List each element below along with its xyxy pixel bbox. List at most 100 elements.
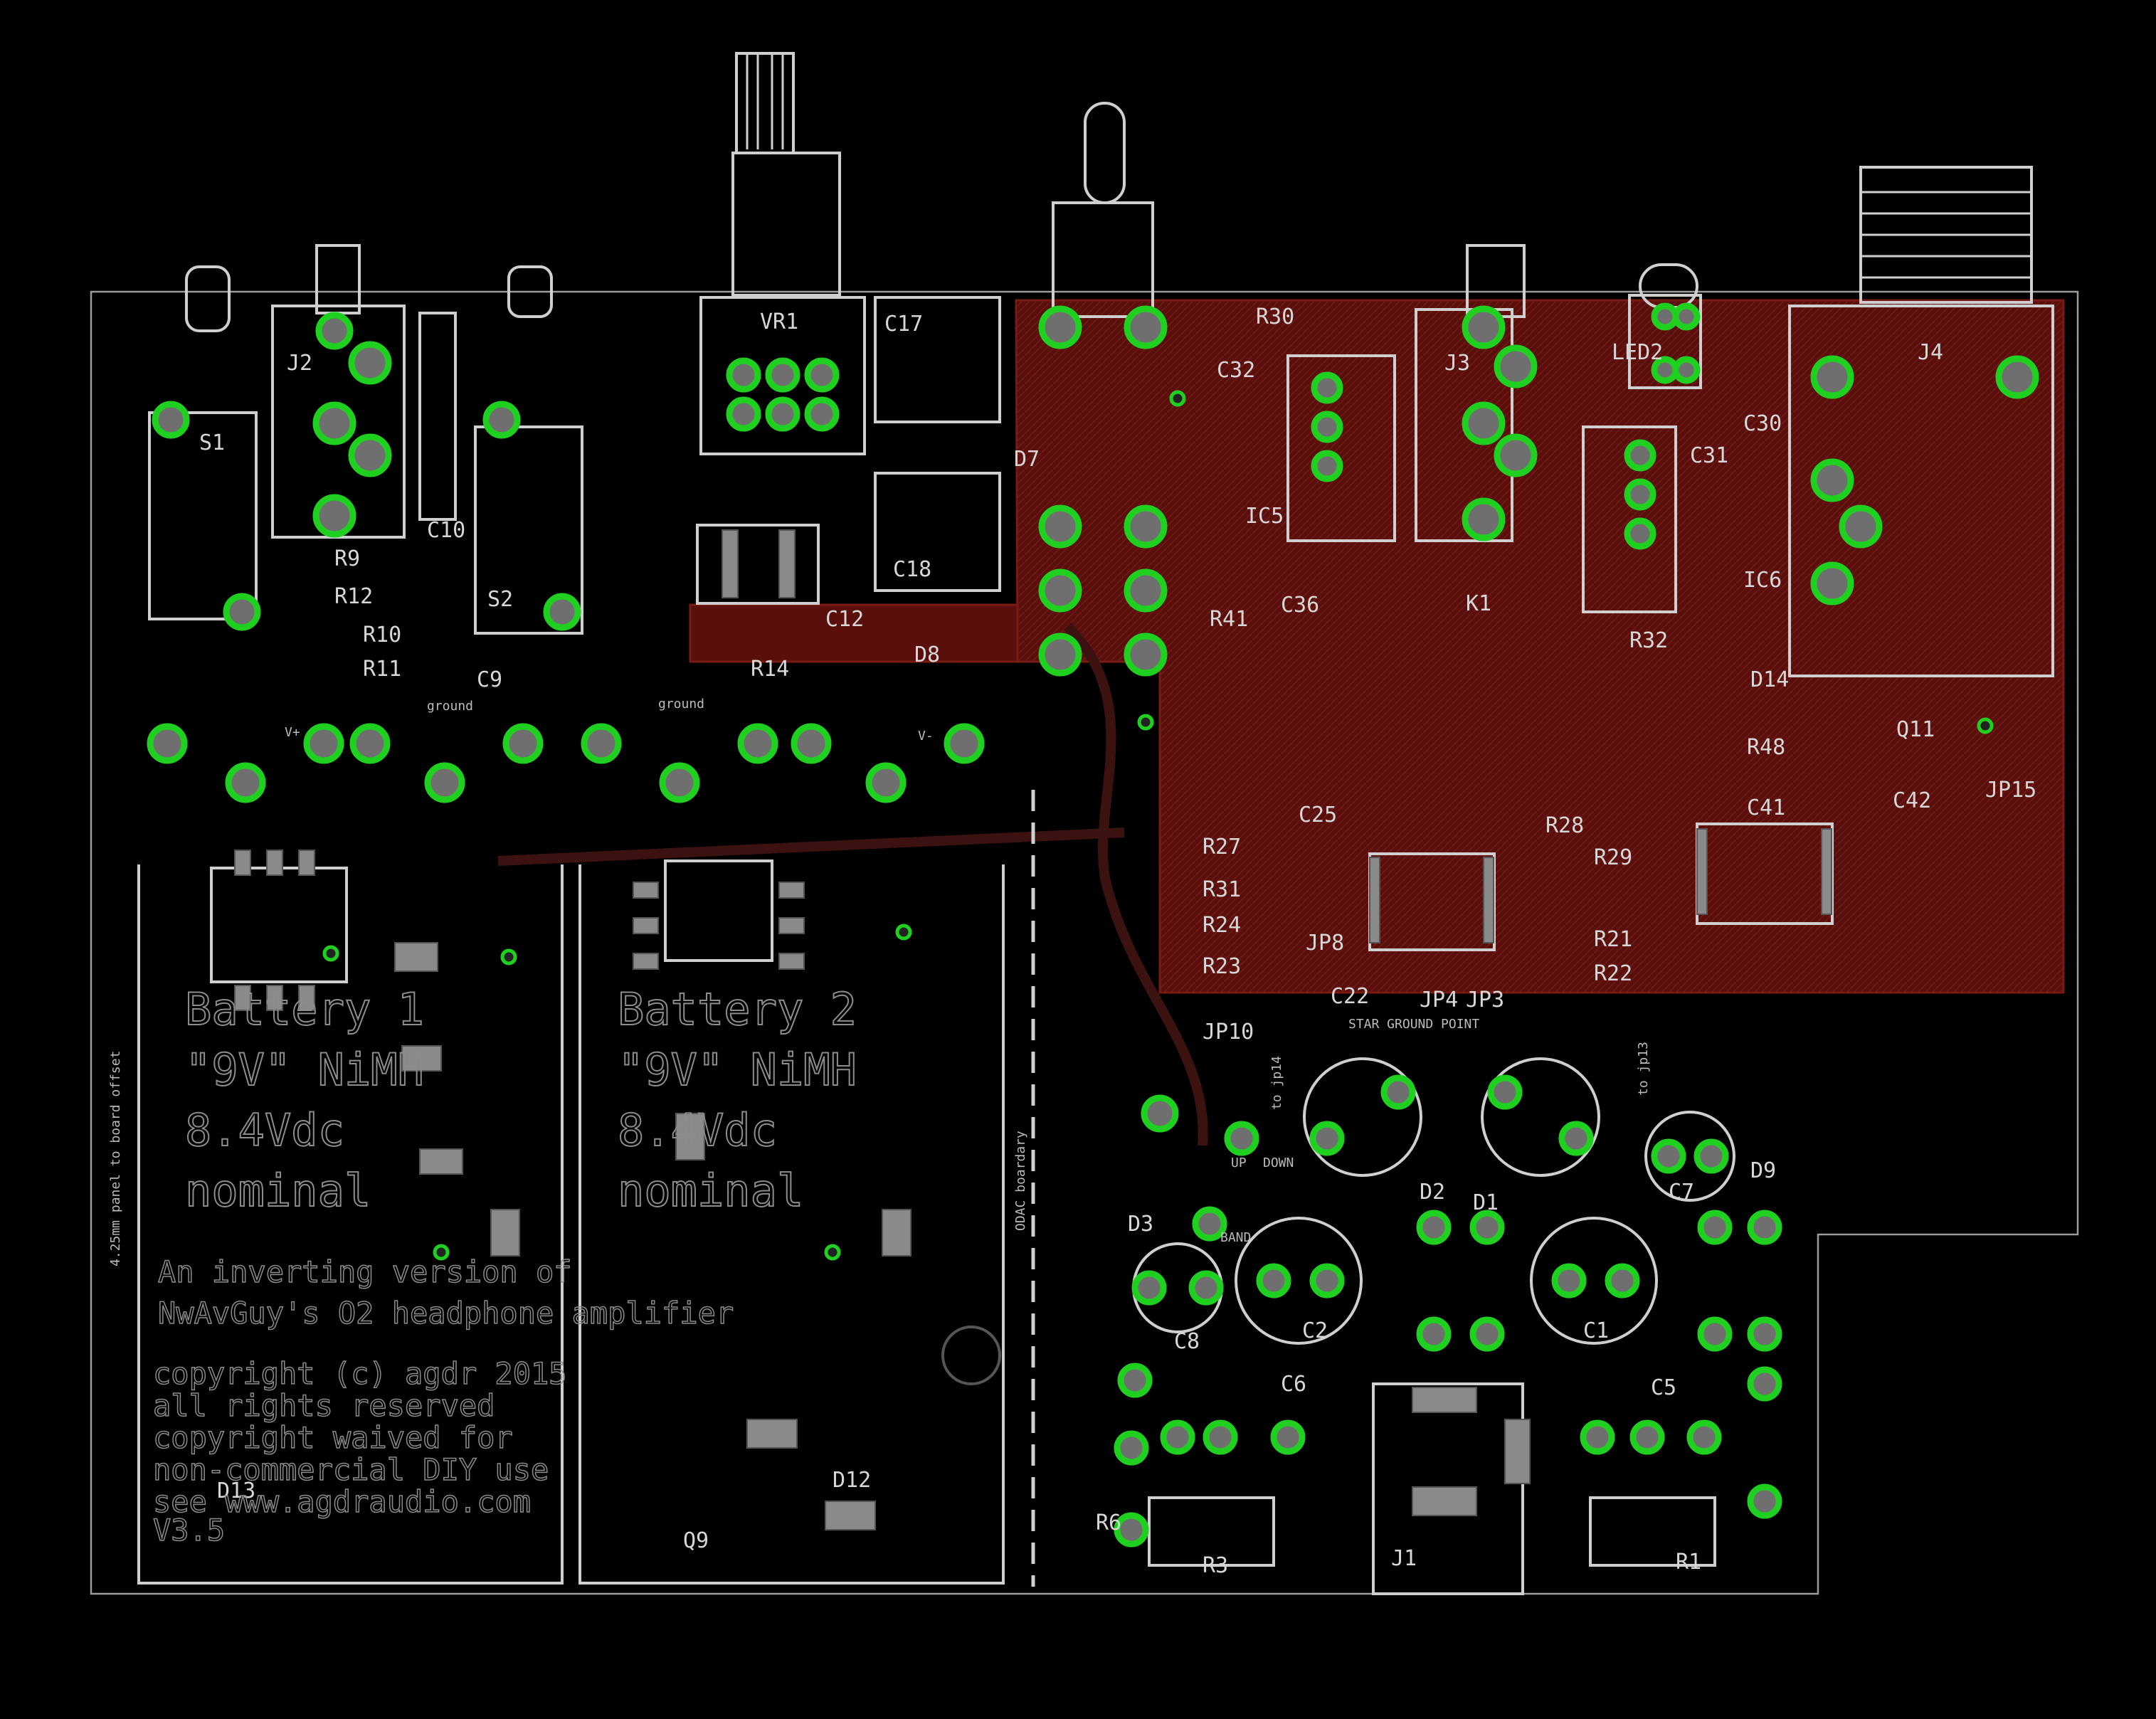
battery2-line3: 8.4Vdc (618, 1104, 777, 1156)
copyright-line6: V3.5 (153, 1513, 225, 1548)
label-d3: D3 (1128, 1212, 1153, 1237)
down-label: DOWN (1263, 1155, 1294, 1170)
label-jp3: JP3 (1466, 988, 1504, 1012)
copyright-block: copyright (c) agdr 2015 all rights reser… (152, 1355, 567, 1548)
battery1-line3: 8.4Vdc (185, 1104, 344, 1156)
traces (497, 623, 1208, 1146)
small-labels: 4.25mm panel to board offset ODAC boarda… (108, 697, 1651, 1266)
label-c25: C25 (1299, 803, 1337, 827)
label-d13: D13 (217, 1479, 255, 1503)
part-labels: S1 J2 VR1 C17 J3 LED2 J4 R30 C32 IC5 C31… (199, 305, 2036, 1578)
label-d12: D12 (833, 1468, 871, 1493)
label-c5: C5 (1651, 1375, 1676, 1400)
label-q11: Q11 (1896, 717, 1935, 742)
label-c8: C8 (1174, 1329, 1200, 1354)
band-label: BAND (1220, 1230, 1251, 1245)
label-c18: C18 (893, 557, 931, 582)
label-c1: C1 (1583, 1318, 1609, 1343)
copyright-line4: non-commercial DIY use (153, 1452, 549, 1487)
thru-hole-pads (147, 302, 2039, 1548)
label-r9: R9 (334, 546, 360, 571)
label-jp4: JP4 (1420, 988, 1458, 1012)
odac-boundary-label: ODAC boardary (1013, 1131, 1028, 1231)
label-r6: R6 (1096, 1511, 1121, 1535)
label-j4: J4 (1918, 340, 1943, 365)
label-r10: R10 (363, 623, 401, 647)
inverting-line2: NwAvGuy's O2 headphone amplifier (158, 1296, 734, 1331)
label-d2: D2 (1420, 1180, 1445, 1205)
inverting-line1: An inverting version of (158, 1254, 572, 1289)
label-d7: D7 (1014, 447, 1040, 472)
label-r30: R30 (1256, 305, 1294, 329)
label-r27: R27 (1203, 835, 1241, 860)
battery-outlines (137, 790, 1035, 1587)
label-r1: R1 (1676, 1550, 1701, 1575)
label-r3: R3 (1203, 1553, 1228, 1578)
battery1-line1: Battery 1 (185, 983, 424, 1035)
label-r48: R48 (1747, 735, 1785, 760)
label-r23: R23 (1203, 954, 1241, 979)
label-r31: R31 (1203, 877, 1241, 902)
label-c22: C22 (1331, 984, 1369, 1009)
vminus-label: V- (918, 729, 934, 744)
label-s2: S2 (487, 587, 513, 612)
battery2-line4: nominal (618, 1165, 803, 1217)
vias (322, 390, 1994, 1385)
label-k1: K1 (1466, 591, 1491, 616)
label-c12: C12 (825, 607, 864, 632)
label-r28: R28 (1545, 813, 1584, 838)
to-jp13-label: to jp13 (1636, 1042, 1651, 1096)
battery2-line1: Battery 2 (618, 983, 857, 1035)
label-r14: R14 (751, 657, 789, 682)
smd-pads (234, 529, 1832, 1530)
component-outlines (148, 294, 1834, 983)
label-d8: D8 (914, 642, 940, 667)
ground-label-b: ground (658, 697, 704, 712)
label-c10: C10 (427, 518, 465, 543)
label-jp15: JP15 (1985, 778, 2036, 803)
label-r12: R12 (334, 584, 373, 609)
battery-2-text: Battery 2 "9V" NiMH 8.4Vdc nominal (617, 983, 857, 1217)
label-c2: C2 (1302, 1318, 1328, 1343)
label-r29: R29 (1594, 845, 1632, 870)
copyright-line3: copyright waived for (153, 1420, 513, 1455)
label-r24: R24 (1203, 913, 1241, 938)
label-c41: C41 (1747, 795, 1785, 820)
label-d9: D9 (1750, 1158, 1776, 1183)
label-c32: C32 (1217, 358, 1255, 383)
label-ic5: IC5 (1245, 504, 1284, 529)
label-c42: C42 (1893, 788, 1931, 813)
label-j2: J2 (287, 351, 312, 376)
inverting-note: An inverting version of NwAvGuy's O2 hea… (157, 1254, 734, 1331)
label-c36: C36 (1281, 593, 1319, 618)
battery-1-text: Battery 1 "9V" NiMH 8.4Vdc nominal (184, 983, 425, 1217)
label-j1: J1 (1391, 1546, 1417, 1571)
electrolytic-caps (1132, 1057, 1735, 1595)
label-c6: C6 (1281, 1372, 1306, 1397)
label-c31: C31 (1690, 443, 1728, 468)
panel-offset-note: 4.25mm panel to board offset (108, 1051, 123, 1266)
label-r41: R41 (1210, 607, 1248, 632)
label-s1: S1 (199, 430, 225, 455)
vplus-label: V+ (285, 725, 300, 740)
label-ic6: IC6 (1743, 568, 1782, 593)
label-c9: C9 (477, 667, 502, 692)
label-d14: D14 (1750, 667, 1789, 692)
copyright-line1: copyright (c) agdr 2015 (153, 1356, 567, 1391)
label-r22: R22 (1594, 961, 1632, 986)
copyright-line5: see www.agdraudio.com (153, 1484, 531, 1519)
ground-label-a: ground (427, 699, 473, 714)
label-d1: D1 (1473, 1190, 1499, 1215)
label-q9: Q9 (683, 1528, 709, 1553)
label-led2: LED2 (1612, 340, 1663, 365)
label-r21: R21 (1594, 927, 1632, 952)
label-jp10: JP10 (1203, 1020, 1254, 1044)
battery1-line2: "9V" NiMH (185, 1044, 424, 1096)
up-label: UP (1231, 1155, 1247, 1170)
star-ground-label: STAR GROUND POINT (1348, 1017, 1479, 1032)
label-vr1: VR1 (760, 310, 798, 334)
mechanical-parts (185, 52, 2054, 677)
copyright-line2: all rights reserved (153, 1388, 495, 1423)
battery1-line4: nominal (185, 1165, 371, 1217)
